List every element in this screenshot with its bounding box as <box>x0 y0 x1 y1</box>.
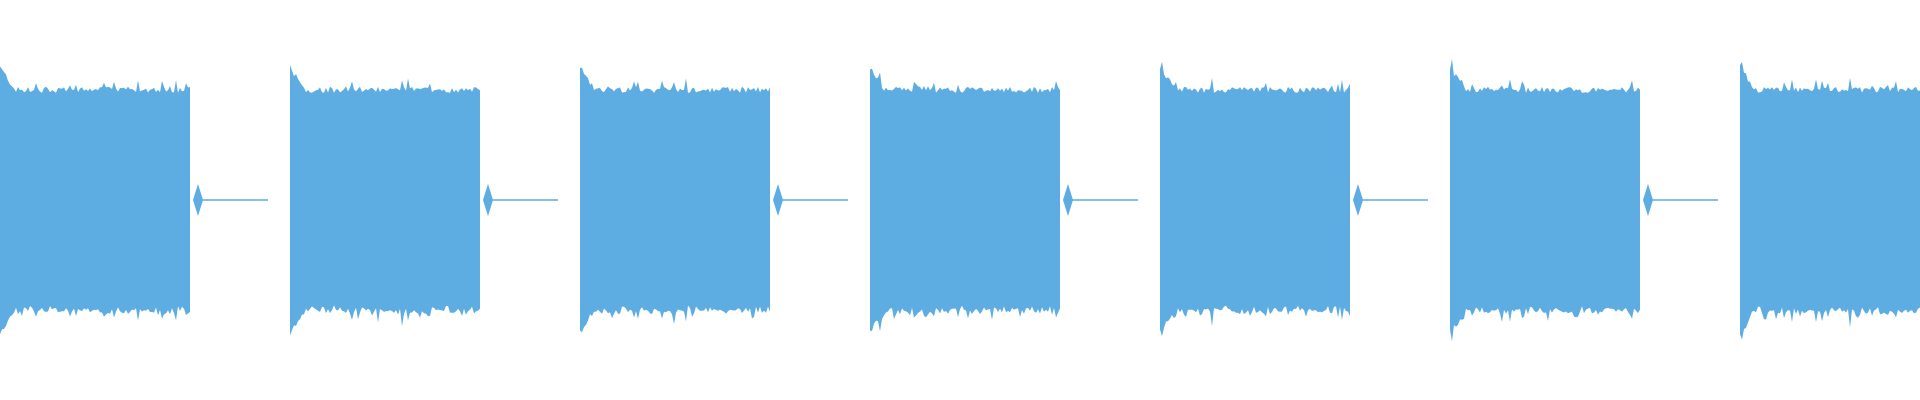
waveform-burst <box>1740 61 1920 340</box>
waveform-burst <box>0 66 190 335</box>
waveform-burst <box>580 67 770 333</box>
waveform-burst <box>290 65 480 336</box>
waveform-burst <box>870 68 1060 332</box>
waveform-burst <box>1160 61 1350 337</box>
waveform-burst <box>1450 59 1640 342</box>
